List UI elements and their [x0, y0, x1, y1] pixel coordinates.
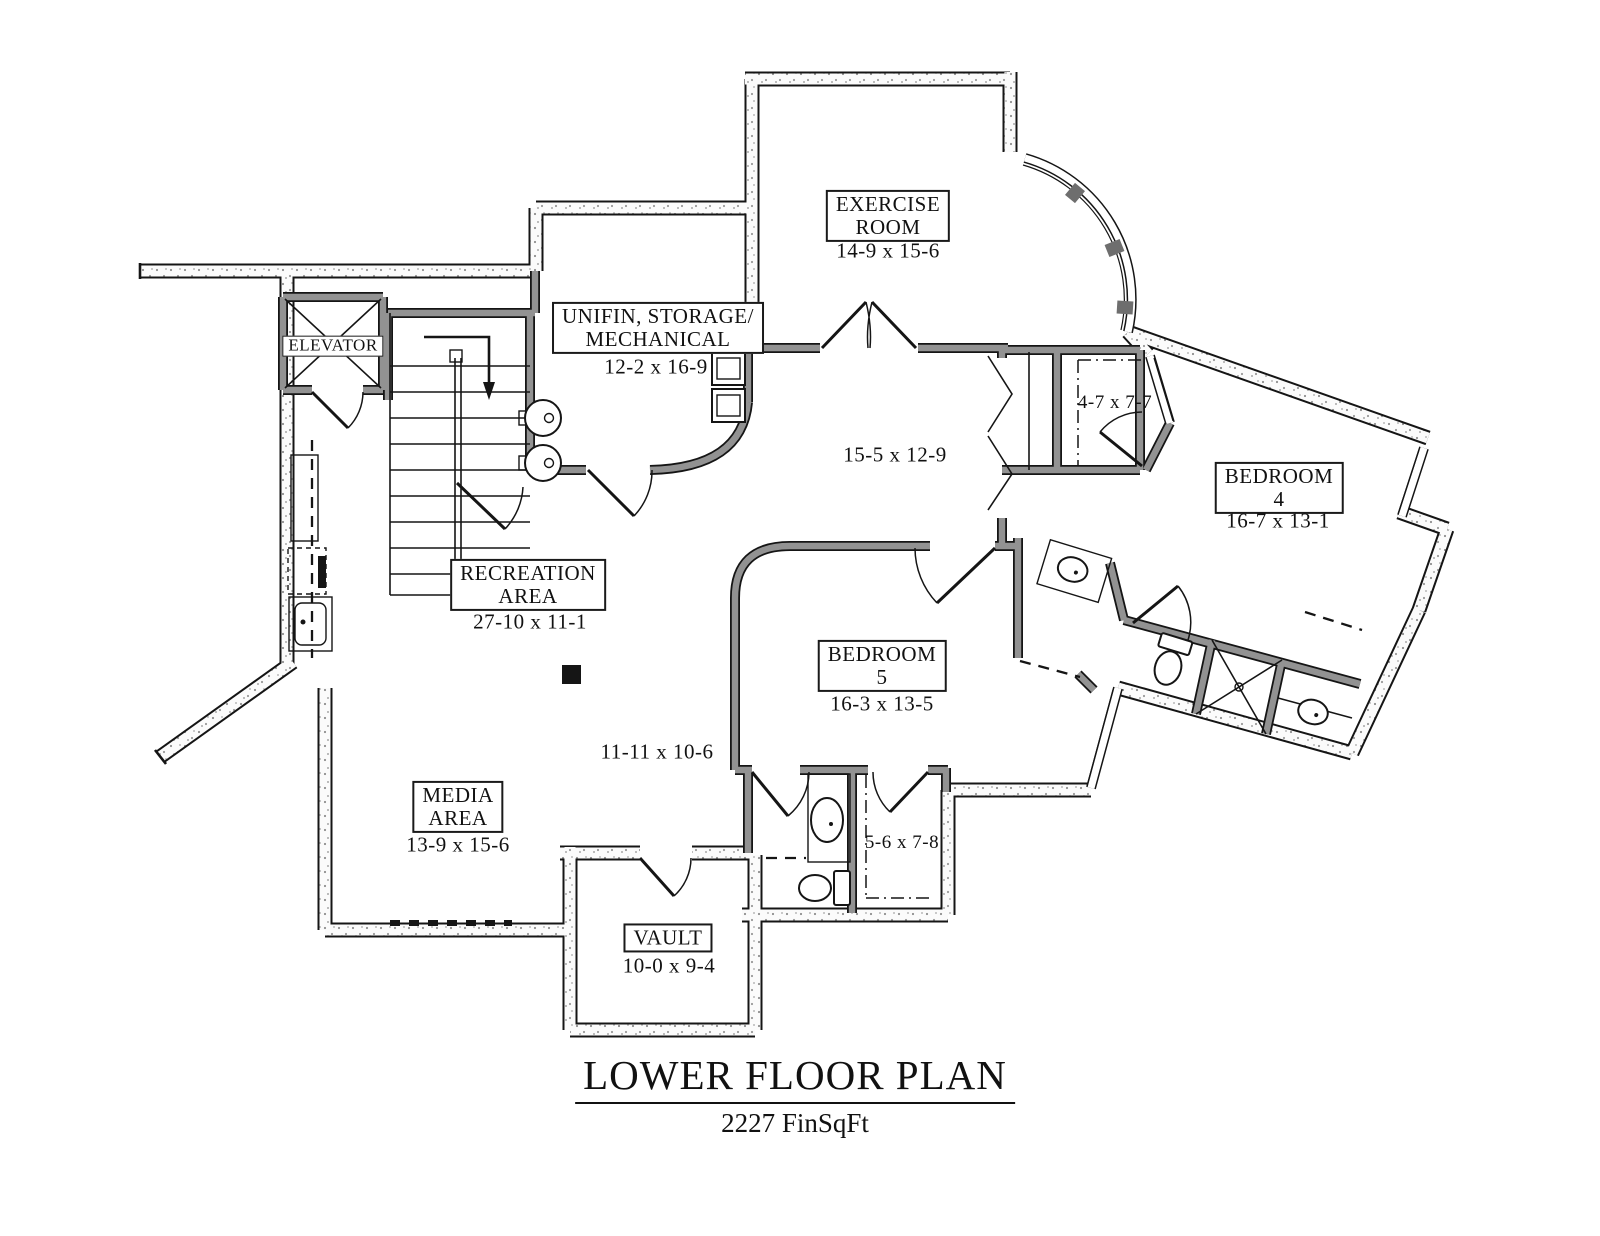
- stair-arrowhead: [483, 382, 495, 400]
- area-dims-closet-bed5: 5-6 x 7-8: [864, 832, 940, 853]
- exterior-walls: [138, 71, 1455, 1038]
- stair-newel: [449, 349, 463, 363]
- room-dims-bedroom4: 16-7 x 13-1: [1226, 508, 1330, 533]
- room-label-recreation: RECREATION AREA: [450, 558, 606, 612]
- fixtures: [287, 351, 1353, 906]
- mechanical-units: [711, 351, 746, 423]
- room-dims-storage: 12-2 x 16-9: [604, 354, 708, 379]
- support-post: [562, 665, 581, 684]
- staircase: [389, 313, 530, 596]
- doors: [310, 300, 1192, 898]
- room-dims-recreation: 27-10 x 11-1: [473, 609, 587, 634]
- wing-bath-fixtures: [1036, 538, 1353, 735]
- title-block: LOWER FLOOR PLAN 2227 FinSqFt: [575, 1051, 1015, 1139]
- room-label-bedroom4: BEDROOM 4: [1214, 461, 1344, 515]
- room-label-bedroom5: BEDROOM 5: [817, 639, 947, 693]
- toilet-icon: [1153, 632, 1194, 686]
- room-label-media: MEDIA AREA: [412, 780, 504, 834]
- area-dims-hall: 15-5 x 12-9: [843, 442, 947, 467]
- water-heater-tanks: [518, 399, 562, 482]
- dashed-lines: [310, 359, 1363, 926]
- room-label-storage: UNIFIN, STORAGE/ MECHANICAL: [552, 301, 764, 355]
- page-title: LOWER FLOOR PLAN: [575, 1051, 1015, 1104]
- room-dims-media: 13-9 x 15-6: [406, 832, 510, 857]
- room-dims-exercise: 14-9 x 15-6: [836, 238, 940, 263]
- page-subtitle: 2227 FinSqFt: [721, 1108, 869, 1138]
- stair-down-arrow: [424, 335, 491, 384]
- shower-icon: [1195, 639, 1283, 735]
- area-dims-rec-nook: 11-11 x 10-6: [600, 739, 714, 764]
- bifold-closet-doors: [987, 355, 1013, 511]
- toilet-icon: [833, 870, 851, 906]
- room-label-elevator: ELEVATOR: [282, 335, 384, 357]
- utility-counter: [287, 454, 333, 652]
- french-doors-exercise: [820, 300, 918, 350]
- bay-window-mullions: [1065, 182, 1134, 315]
- room-label-exercise: EXERCISE ROOM: [825, 189, 951, 243]
- windows: [1022, 153, 1429, 790]
- room-dims-bedroom5: 16-3 x 13-5: [830, 691, 934, 716]
- room-label-vault: VAULT: [623, 923, 713, 953]
- bathroom-fixtures: [798, 773, 851, 906]
- area-dims-closet-bed4: 4-7 x 7-7: [1077, 392, 1153, 413]
- room-dims-vault: 10-0 x 9-4: [622, 953, 716, 978]
